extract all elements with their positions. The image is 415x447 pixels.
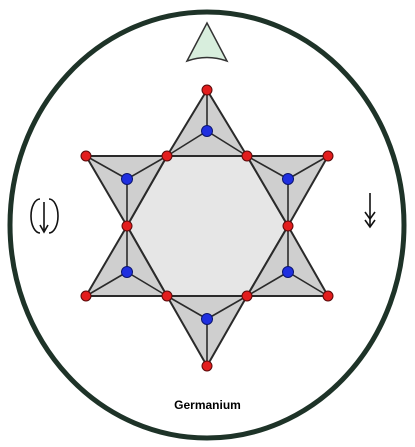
caption: Germanium [174, 398, 241, 412]
rotate-arc-right [48, 198, 59, 234]
vertex-red [241, 290, 253, 302]
rotate-flip-icon [30, 198, 41, 234]
bond-line [166, 130, 208, 157]
vertex-red [80, 290, 92, 302]
vertex-red [241, 150, 253, 162]
bond-line [166, 295, 208, 320]
vertex-red [282, 220, 294, 232]
vertex-red [80, 150, 92, 162]
down-arrow-head-lower [364, 219, 376, 229]
vertex-blue [282, 266, 294, 278]
bond-line [246, 271, 289, 297]
bond-line [287, 155, 329, 180]
down-arrow-head-upper [364, 211, 376, 221]
bond-line [85, 271, 128, 297]
bond-line [287, 271, 329, 297]
bond-line [126, 155, 168, 180]
vertex-blue [282, 173, 294, 185]
vertex-blue [201, 313, 213, 325]
vertex-red [322, 290, 334, 302]
vertex-red [201, 360, 213, 372]
bond-line [206, 130, 248, 157]
vertex-red [322, 150, 334, 162]
vertex-blue [121, 173, 133, 185]
bond-line [246, 155, 289, 180]
vertex-red [121, 220, 133, 232]
vertex-blue [201, 125, 213, 137]
bond-line [206, 295, 248, 320]
vertex-blue [121, 266, 133, 278]
bond-line [126, 271, 168, 297]
navigation-triangle-icon [185, 21, 229, 63]
rotate-arrow-head [39, 224, 49, 234]
vertex-red [161, 150, 173, 162]
vertex-red [201, 84, 213, 96]
vertex-red [161, 290, 173, 302]
bond-line [85, 155, 128, 180]
